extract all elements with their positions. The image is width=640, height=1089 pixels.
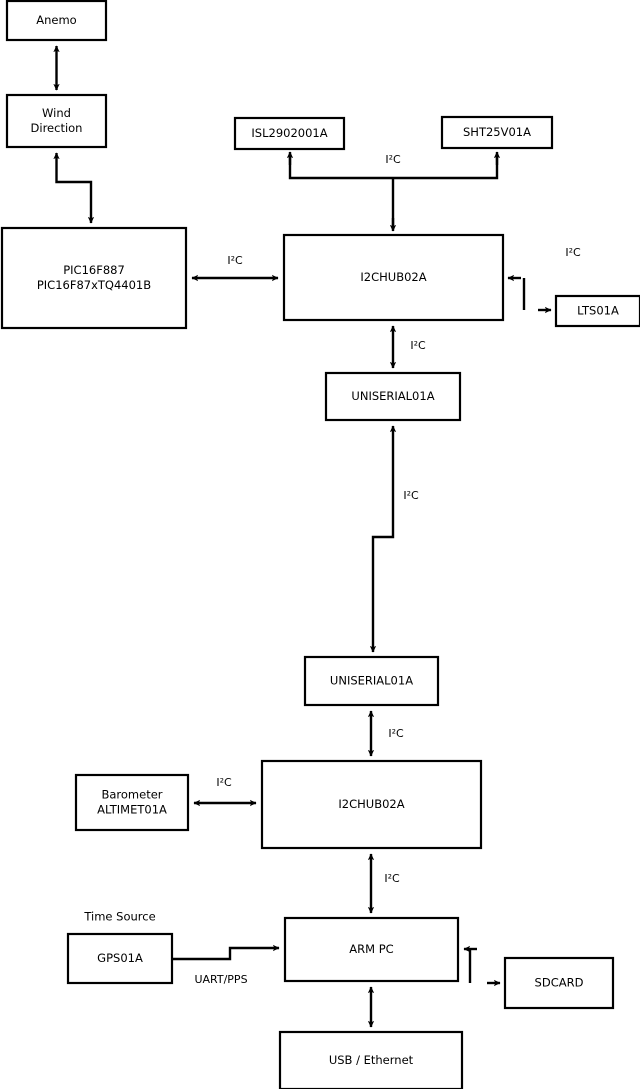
node-box-lts bbox=[554, 294, 640, 328]
node-box-hub_top bbox=[282, 233, 505, 322]
node-lts[interactable]: LTS01A bbox=[554, 294, 640, 328]
node-box-wind bbox=[5, 93, 108, 149]
node-uniserial_1[interactable]: UNISERIAL01A bbox=[324, 371, 462, 422]
node-label-isl: ISL2902001A bbox=[251, 126, 327, 140]
node-gps[interactable]: GPS01A bbox=[66, 932, 174, 985]
node-box-anemo bbox=[5, 0, 108, 42]
node-box-sdcard bbox=[503, 956, 615, 1010]
node-label-sdcard: SDCARD bbox=[535, 976, 584, 990]
edge-wind-pic bbox=[53, 152, 95, 224]
node-box-uniserial_2 bbox=[303, 655, 440, 707]
node-label-barometer: Barometer bbox=[101, 788, 162, 802]
node-usb_ethernet[interactable]: USB / Ethernet bbox=[278, 1030, 464, 1089]
edge-label-gps-armpc: UART/PPS bbox=[194, 973, 247, 986]
node-label-barometer: ALTIMET01A bbox=[97, 803, 167, 817]
edge-gps-armpc bbox=[172, 944, 280, 961]
edge-label-pic-hub: I²C bbox=[227, 254, 243, 267]
node-label-usb_ethernet: USB / Ethernet bbox=[329, 1053, 414, 1067]
node-label-gps: GPS01A bbox=[97, 951, 143, 965]
node-isl[interactable]: ISL2902001A bbox=[233, 116, 346, 151]
node-sdcard[interactable]: SDCARD bbox=[503, 956, 615, 1010]
node-label-pic: PIC16F87xTQ4401B bbox=[37, 278, 151, 292]
edge-label-uniserial2-hub: I²C bbox=[388, 727, 404, 740]
node-label-pic: PIC16F887 bbox=[63, 263, 125, 277]
node-box-isl bbox=[233, 116, 346, 151]
arrowheads-layer bbox=[286, 151, 552, 987]
edge-label-hub-uniserial1: I²C bbox=[410, 339, 426, 352]
node-box-sht bbox=[440, 115, 554, 150]
edge-uniserial1-uniserial2 bbox=[369, 425, 397, 653]
node-label-hub_top: I2CHUB02A bbox=[360, 270, 426, 284]
edge-label-hub-isl-sht: I²C bbox=[385, 153, 401, 166]
node-box-barometer bbox=[74, 773, 190, 832]
node-label-lts: LTS01A bbox=[577, 304, 619, 318]
edge-label-uniserial1-uniserial2: I²C bbox=[403, 489, 419, 502]
node-label-wind: Direction bbox=[31, 121, 83, 135]
edge-label-hub-lts: I²C bbox=[565, 246, 581, 259]
node-box-hub_bottom bbox=[260, 759, 483, 850]
free-labels-layer: Time Source bbox=[83, 910, 155, 924]
node-label-sht: SHT25V01A bbox=[463, 125, 531, 139]
node-box-usb_ethernet bbox=[278, 1030, 464, 1089]
node-label-uniserial_2: UNISERIAL01A bbox=[330, 674, 413, 688]
edges-layer bbox=[53, 45, 526, 1028]
node-box-gps bbox=[66, 932, 174, 985]
node-label-hub_bottom: I2CHUB02A bbox=[338, 797, 404, 811]
node-anemo[interactable]: Anemo bbox=[5, 0, 108, 42]
node-box-pic bbox=[0, 226, 188, 330]
node-box-arm_pc bbox=[283, 916, 460, 983]
node-box-uniserial_1 bbox=[324, 371, 462, 422]
node-arm_pc[interactable]: ARM PC bbox=[283, 916, 460, 983]
free-label-time-source: Time Source bbox=[83, 910, 155, 924]
node-sht[interactable]: SHT25V01A bbox=[440, 115, 554, 150]
node-hub_top[interactable]: I2CHUB02A bbox=[282, 233, 505, 322]
node-hub_bottom[interactable]: I2CHUB02A bbox=[260, 759, 483, 850]
edge-labels-layer: I²C I²C I²C I²C I²C I²C I²C I²C UART/PPS bbox=[194, 153, 581, 986]
node-uniserial_2[interactable]: UNISERIAL01A bbox=[303, 655, 440, 707]
node-label-wind: Wind bbox=[42, 106, 71, 120]
node-label-uniserial_1: UNISERIAL01A bbox=[351, 389, 434, 403]
edge-label-barometer-hub: I²C bbox=[216, 776, 232, 789]
edge-label-hub-armpc: I²C bbox=[384, 872, 400, 885]
node-label-arm_pc: ARM PC bbox=[349, 942, 393, 956]
node-label-anemo: Anemo bbox=[36, 13, 76, 27]
